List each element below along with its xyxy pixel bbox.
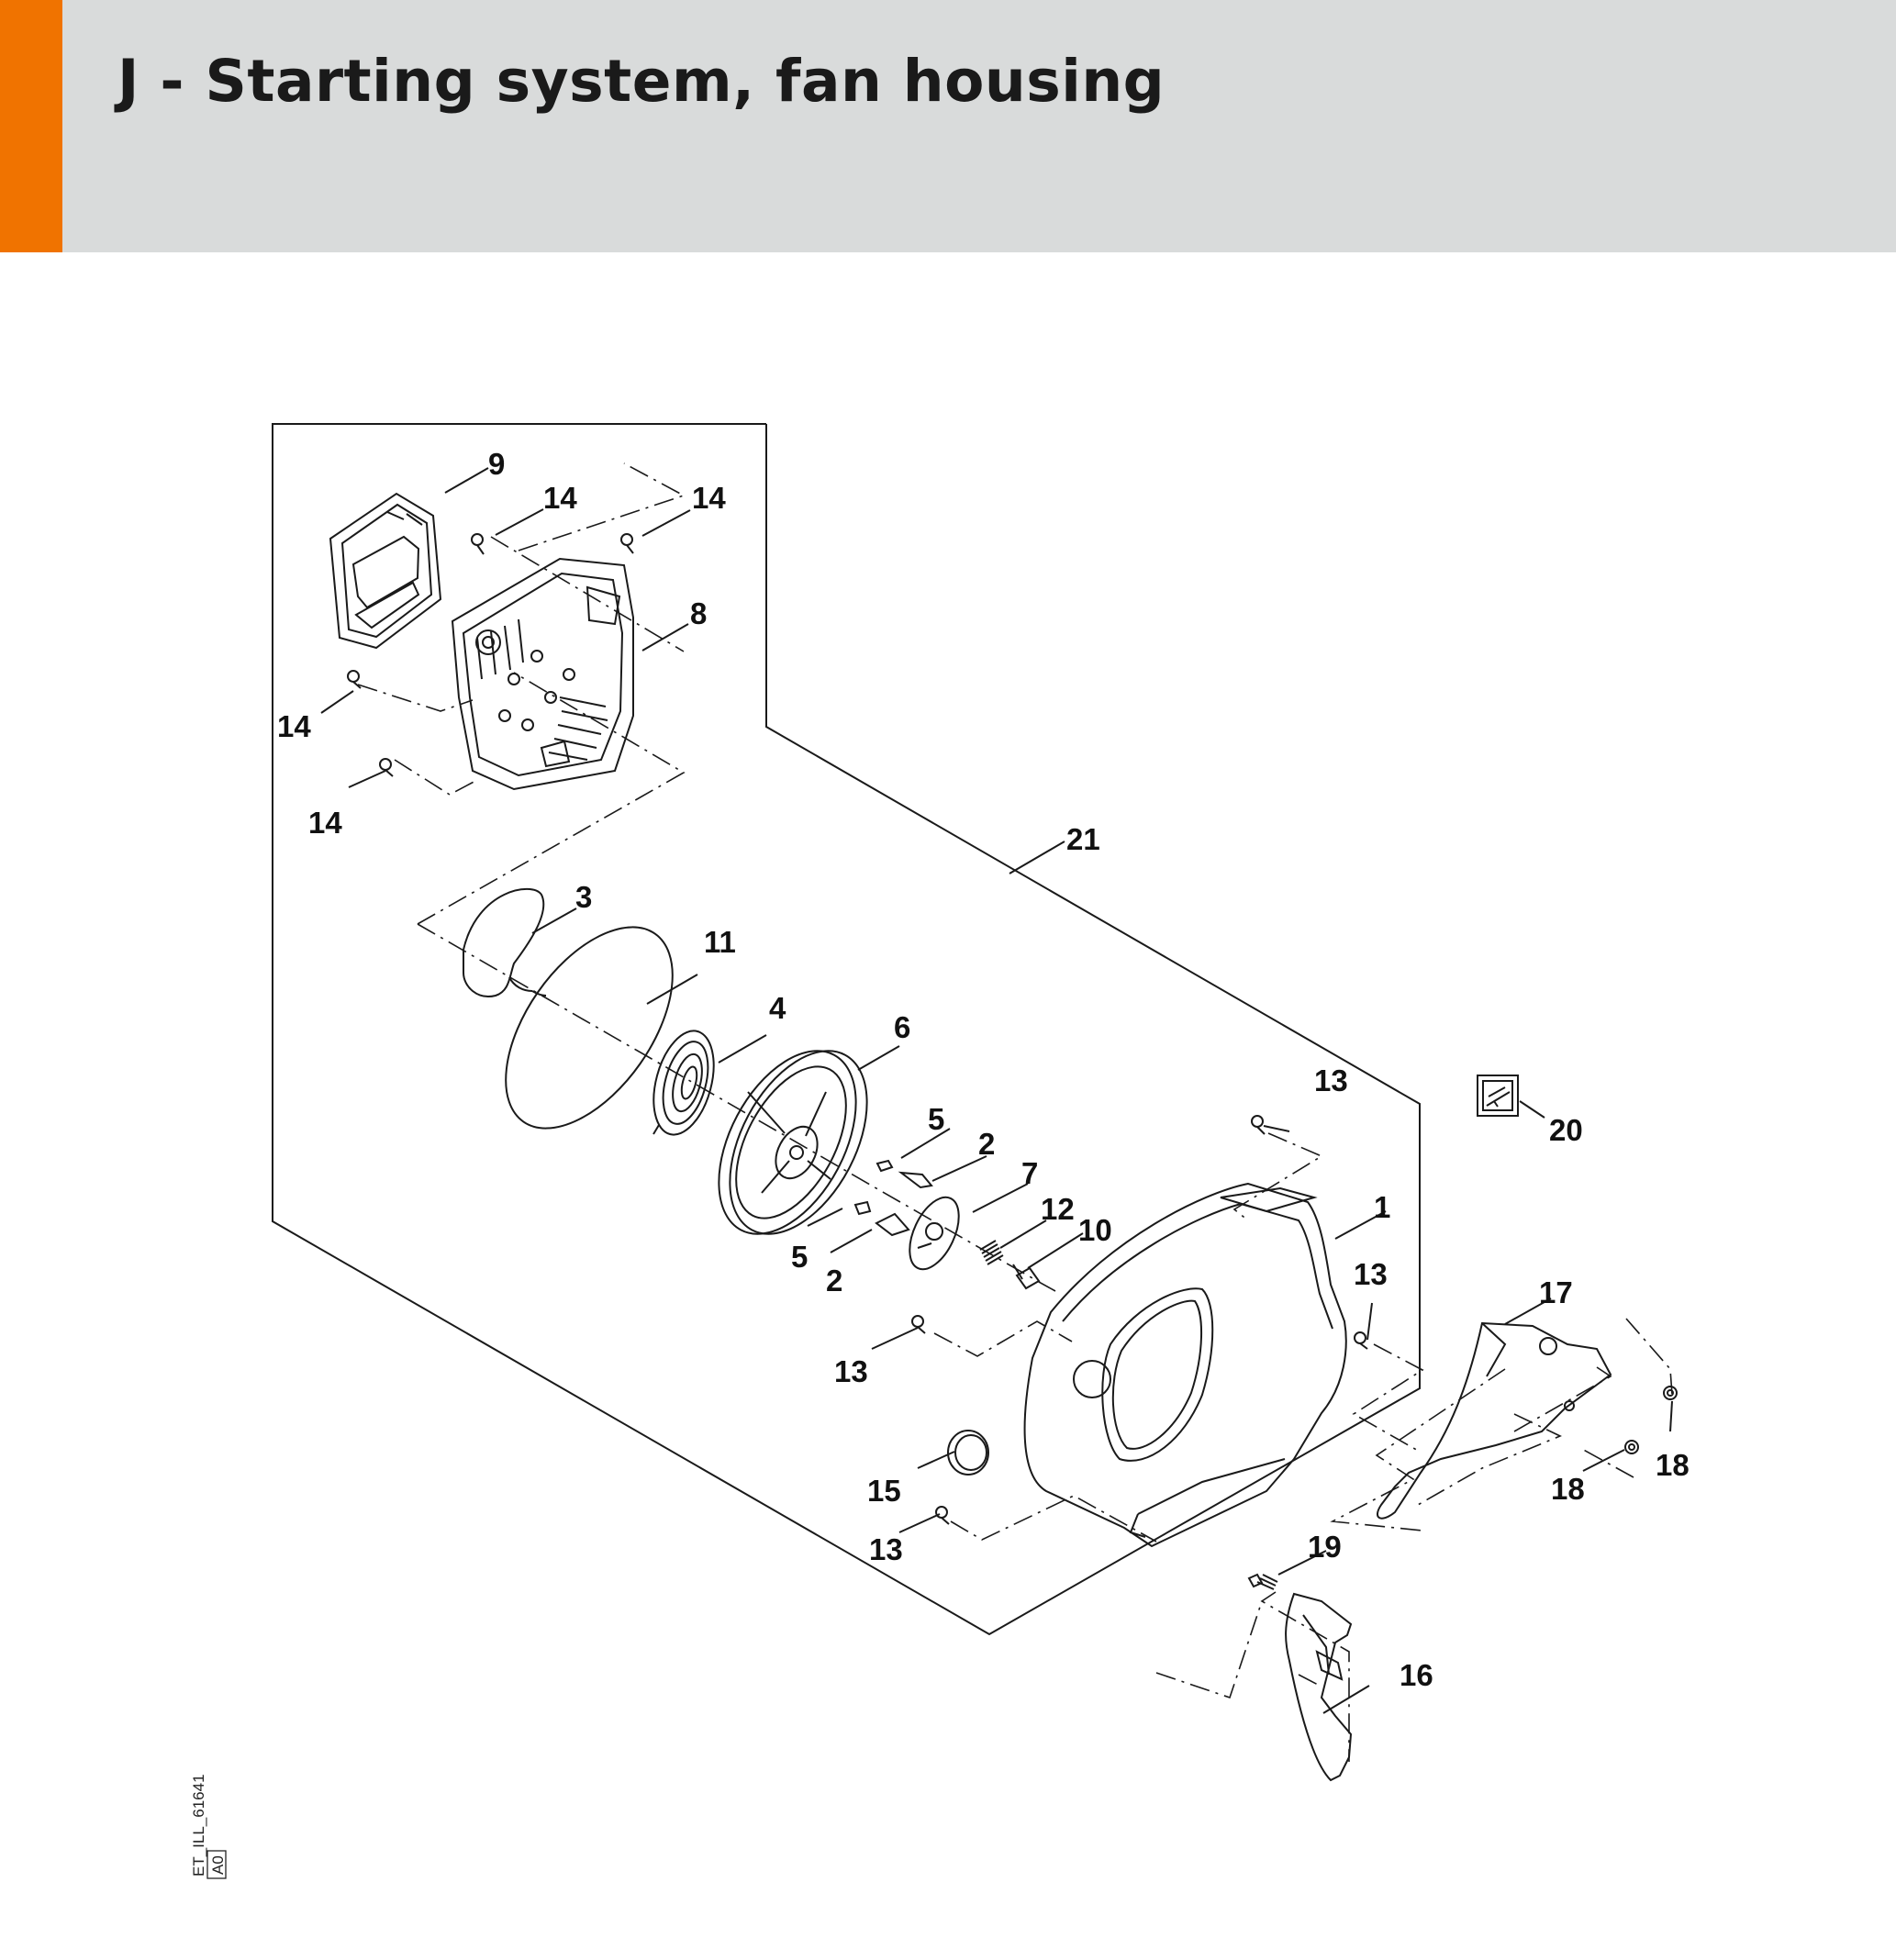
callout-19: 19 xyxy=(1308,1530,1342,1564)
callout-3: 3 xyxy=(575,880,592,914)
callout-6: 6 xyxy=(894,1010,910,1044)
screws-13 xyxy=(911,1115,1368,1525)
part-3-starter-grip xyxy=(463,887,545,997)
reference-code: ET_ILL_61641 xyxy=(190,1774,207,1876)
callout-2-top: 2 xyxy=(978,1127,995,1161)
callout-13-bottom: 13 xyxy=(869,1532,903,1566)
callout-14-top-left: 14 xyxy=(543,481,577,515)
callout-12: 12 xyxy=(1041,1192,1075,1226)
part-11-starter-rope xyxy=(505,926,674,1130)
callout-16: 16 xyxy=(1400,1658,1433,1692)
callout-5-top: 5 xyxy=(928,1102,944,1136)
starter-pawls-and-springs xyxy=(853,1159,960,1271)
callout-14-bottom-left: 14 xyxy=(308,806,342,840)
callout-7: 7 xyxy=(1021,1156,1038,1190)
callout-10: 10 xyxy=(1078,1213,1112,1247)
callout-1: 1 xyxy=(1374,1190,1390,1224)
header-band xyxy=(0,0,1896,252)
assembly-21-outline xyxy=(272,423,1421,1636)
part-17-guard xyxy=(1377,1321,1612,1520)
part-8-starter-cover xyxy=(451,557,634,791)
callout-18-right: 18 xyxy=(1656,1448,1690,1482)
callout-11: 11 xyxy=(704,925,736,959)
part-12-spring-part-10-screw xyxy=(979,1240,1041,1290)
callout-20: 20 xyxy=(1549,1113,1583,1147)
callout-18-left: 18 xyxy=(1551,1472,1585,1506)
part-15-plug xyxy=(947,1430,989,1476)
callout-15: 15 xyxy=(867,1474,901,1508)
callout-8: 8 xyxy=(690,596,707,630)
part-1-fan-housing xyxy=(1023,1182,1347,1548)
callout-17: 17 xyxy=(1539,1275,1573,1309)
callout-14-left: 14 xyxy=(277,709,311,743)
callout-leader-lines xyxy=(320,467,1673,1714)
page-title: J - Starting system, fan housing xyxy=(117,48,1165,115)
screws-14 xyxy=(347,533,634,777)
callout-5-bottom: 5 xyxy=(791,1240,808,1274)
callout-9: 9 xyxy=(488,447,505,481)
illustration-reference: ET_ILL_61641 A0 xyxy=(190,1774,227,1879)
callout-labels: 9 14 14 8 14 14 21 3 11 4 6 5 2 7 12 10 … xyxy=(277,447,1690,1692)
callout-4: 4 xyxy=(769,991,786,1025)
screw-19 xyxy=(1247,1573,1278,1590)
callout-13-left: 13 xyxy=(834,1354,868,1388)
reference-revision: A0 xyxy=(209,1855,227,1875)
part-16-shroud xyxy=(1285,1592,1353,1782)
part-6-rope-rotor xyxy=(718,1050,868,1235)
part-20-warning-label xyxy=(1477,1075,1519,1117)
assembly-axis-lines xyxy=(357,462,1673,1762)
nuts-18 xyxy=(1624,1386,1678,1454)
part-4-rewind-spring xyxy=(652,1030,715,1136)
callout-21: 21 xyxy=(1066,822,1100,856)
callout-13-right: 13 xyxy=(1354,1257,1388,1291)
header-accent-bar xyxy=(0,0,62,252)
part-9-filter-frame xyxy=(329,492,442,650)
callout-2-bottom: 2 xyxy=(826,1264,842,1297)
callout-14-top-right: 14 xyxy=(692,481,726,515)
callout-13-top: 13 xyxy=(1314,1064,1348,1097)
